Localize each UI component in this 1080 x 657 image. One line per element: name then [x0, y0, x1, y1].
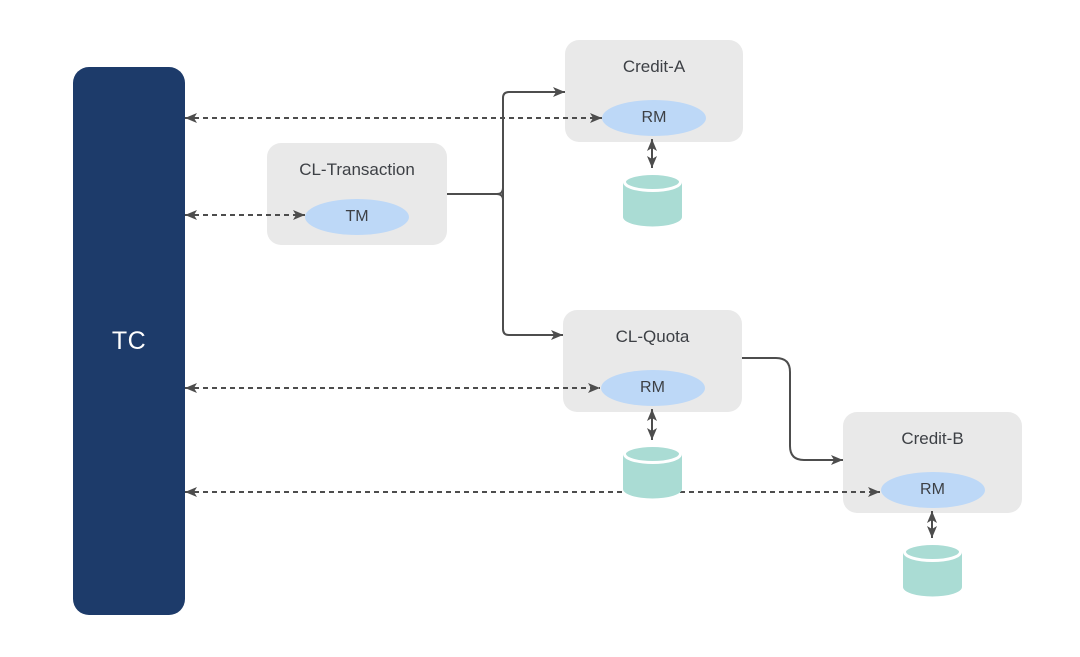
rm-ellipse: RM: [880, 472, 985, 508]
database-cylinder-cl-quota: [623, 444, 682, 499]
rm-ellipse: RM: [600, 370, 705, 406]
tc-node: TC: [73, 67, 185, 615]
rm-label: RM: [640, 379, 665, 396]
rm-label: RM: [920, 481, 945, 498]
service-credit-b: Credit-B RM: [843, 412, 1022, 513]
service-cl-quota: CL-Quota RM: [563, 310, 742, 412]
service-label: Credit-B: [901, 429, 964, 448]
rm-ellipse: RM: [602, 100, 706, 136]
database-cylinder-credit-b: [903, 542, 962, 597]
service-label: CL-Quota: [615, 327, 690, 346]
tc-label: TC: [111, 326, 147, 355]
database-cylinder-credit-a: [623, 172, 682, 227]
tm-label: TM: [345, 208, 369, 225]
service-label: Credit-A: [622, 57, 686, 76]
tm-ellipse: TM: [305, 199, 409, 235]
service-label: CL-Transaction: [299, 160, 415, 179]
service-cl-transaction: CL-Transaction TM: [267, 143, 447, 245]
rm-label: RM: [641, 109, 667, 126]
service-credit-a: Credit-A RM: [565, 40, 743, 142]
